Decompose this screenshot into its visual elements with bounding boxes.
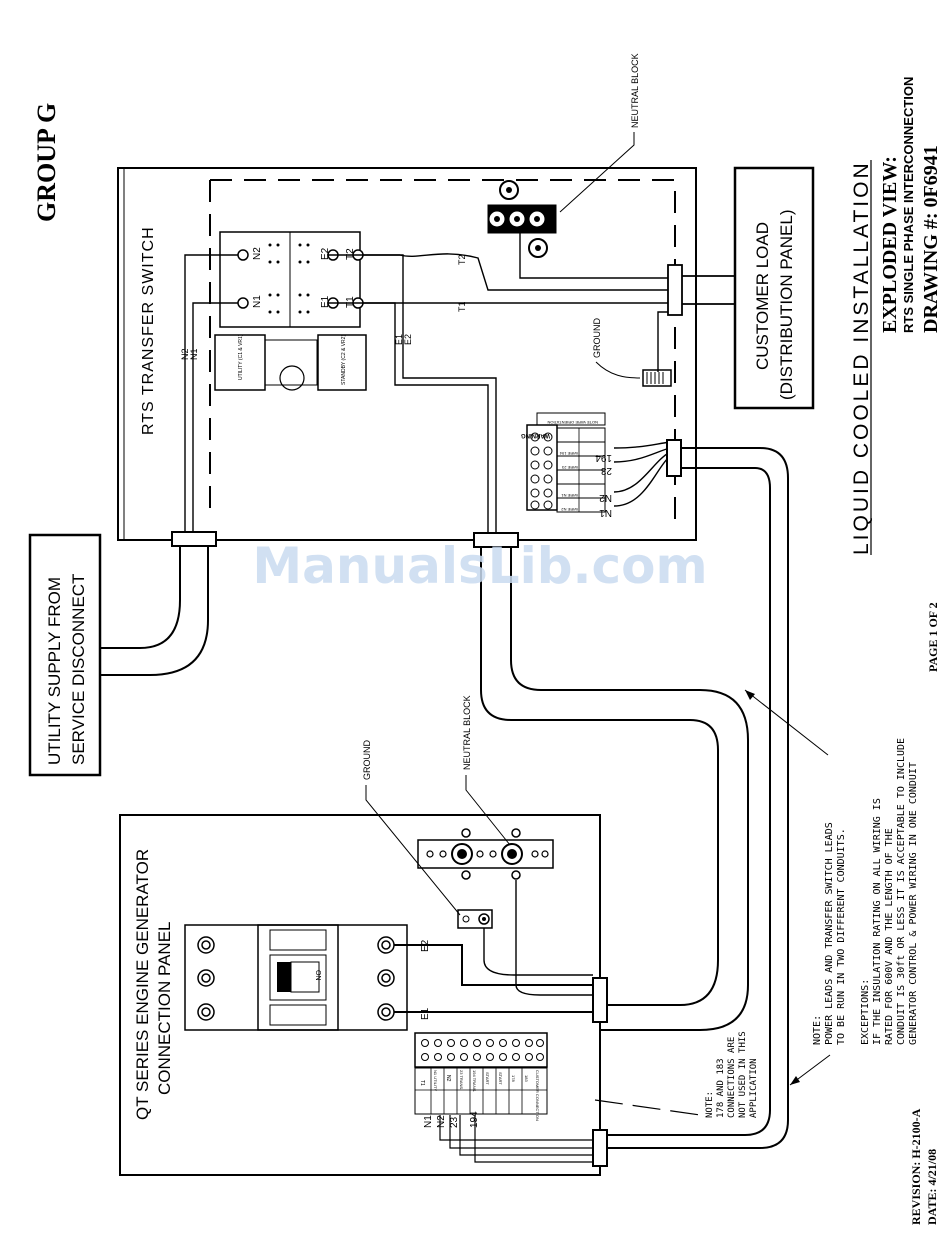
contact-n1-label: N1 <box>252 295 263 308</box>
wire-t2-label: T2 <box>457 254 467 265</box>
contact-n2-label: N2 <box>252 247 263 260</box>
gen-strip-row-6: START <box>485 1072 490 1085</box>
exception-line3: CONDUIT IS 30ft OR LESS IT IS ACCEPTABLE… <box>896 738 907 1045</box>
title-drawing-number: DRAWING #: 0F6941 <box>920 145 942 333</box>
rts-strip-row-1: WIRE 194 <box>559 451 578 456</box>
rts-lead-23: 23 <box>600 465 612 476</box>
gen-strip-row-1: T1 <box>419 1080 425 1086</box>
exception-line1: IF THE INSULATION RATING ON ALL WIRING I… <box>872 798 883 1045</box>
rts-strip-row-2: WIRE 23 <box>561 465 578 470</box>
power-conduit <box>394 532 749 1031</box>
title-exploded-view: EXPLODED VIEW: <box>879 156 901 333</box>
connections-note-line1: NOTE: <box>705 1091 715 1118</box>
rts-lead-n1: N1 <box>599 507 612 518</box>
gen-strip-row-7: START <box>498 1072 503 1085</box>
gen-strip-row-5: 194 TRANS. <box>472 1070 477 1092</box>
exception-line2: RATED FOR 600V AND THE LENGTH OF THE <box>884 828 895 1045</box>
connections-note-line5: APPLICATION <box>749 1058 759 1118</box>
rts-strip-note: NOTE WIRE ORIENTATION <box>547 420 598 425</box>
rts-neutral-block-label: NEUTRAL BLOCK <box>630 53 640 128</box>
note-heading: NOTE: <box>812 1015 823 1045</box>
title-interconnection: RTS SINGLE PHASE INTERCONNECTION <box>901 77 916 333</box>
connections-note-line4: NOT USED IN THIS <box>738 1031 748 1118</box>
generator-neutral-block <box>417 828 554 880</box>
title-installation: LIQUID COOLED INSTALLATION <box>850 160 873 555</box>
customer-load-line1: CUSTOMER LOAD <box>753 222 772 370</box>
rts-terminal-strip: WARNING NOTE WIRE ORIENTATION WIRE 194 W… <box>521 412 606 513</box>
gen-strip-row-2: N1 UTILITY <box>433 1070 438 1091</box>
note-line1: POWER LEADS AND TRANSFER SWITCH LEADS <box>824 822 835 1045</box>
gen-lead-n2: N2 <box>436 1115 447 1128</box>
rts-title: RTS TRANSFER SWITCH <box>140 226 157 435</box>
group-label: GROUP G <box>32 103 61 222</box>
note-line2: TO BE RUN IN TWO DIFFERENT CONDUITS. <box>836 828 847 1045</box>
customer-load-panel: CUSTOMER LOAD (DISTRIBUTION PANEL) <box>733 166 815 410</box>
customer-load-line2: (DISTRIBUTION PANEL) <box>777 210 796 400</box>
notes-block: NOTE: POWER LEADS AND TRANSFER SWITCH LE… <box>812 738 919 1045</box>
gen-strip-row-9: 183 <box>524 1075 529 1082</box>
rts-lead-n2: N2 <box>599 492 612 503</box>
note-arrow-power <box>744 689 829 756</box>
rts-strip-row-4: WIRE N2 <box>561 507 578 512</box>
revision: REVISION: H-2100-A <box>909 1108 923 1225</box>
wire-e2-label: E2 <box>403 334 413 345</box>
coil-standby-label: STANDBY (C2 & VR2) <box>341 335 347 385</box>
generator-title-line2: CONNECTION PANEL <box>155 922 174 1096</box>
gen-strip-row-3: N2 <box>445 1075 451 1082</box>
generator-ground-label: GROUND <box>362 740 372 780</box>
gen-lead-23: 23 <box>449 1116 460 1128</box>
rts-enclosure <box>117 167 697 541</box>
main-breaker: ON <box>184 924 408 1031</box>
utility-conduit <box>100 531 217 676</box>
gen-lead-n1: N1 <box>423 1115 434 1128</box>
contact-e2-label: E2 <box>320 247 331 260</box>
rts-inner-panel <box>209 179 676 520</box>
exception-line4: GENERATOR CONTROL & POWER WIRING IN ONE … <box>908 762 919 1045</box>
rts-ground-lug <box>642 369 672 387</box>
contact-e1-label: E1 <box>320 295 331 308</box>
utility-supply-panel: UTILITY SUPPLY FROM SERVICE DISCONNECT <box>28 533 102 777</box>
wire-n1-label: N1 <box>189 348 199 360</box>
watermark: ManualsLib.com <box>252 537 707 595</box>
rts-neutral-block <box>487 180 557 258</box>
rts-lead-194: 194 <box>595 452 612 463</box>
utility-supply-line2: SERVICE DISCONNECT <box>69 574 88 765</box>
gen-strip-row-8: 178 <box>511 1075 516 1082</box>
coil-utility-label: UTILITY (C1 & VR1) <box>238 334 244 380</box>
rts-transfer-switch: RTS TRANSFER SWITCH N2 N1 E2 E1 T2 T1 <box>117 53 697 541</box>
wire-t1-label: T1 <box>457 301 467 312</box>
load-conduit <box>667 264 735 316</box>
exceptions-heading: EXCEPTIONS: <box>860 979 871 1045</box>
connections-note-line3: CONNECTIONS ARE <box>727 1037 737 1118</box>
rts-ground-label: GROUND <box>592 318 602 358</box>
generator-title-line1: QT SERIES ENGINE GENERATOR <box>133 849 152 1120</box>
generator-e1-label: E1 <box>420 1007 431 1020</box>
coil-assembly: UTILITY (C1 & VR1) STANDBY (C2 & VR2) <box>214 334 367 391</box>
utility-supply-line1: UTILITY SUPPLY FROM <box>45 577 64 765</box>
generator-ground-lug <box>457 909 493 929</box>
rts-strip-warning: WARNING <box>521 432 550 438</box>
contact-t2-label: T2 <box>345 248 356 260</box>
generator-terminal-strip: T1 N1 UTILITY N2 23 TRANS. 194 TRANS. ST… <box>414 1032 548 1121</box>
gen-strip-row-4: 23 TRANS. <box>459 1070 464 1090</box>
breaker-on-label: ON <box>314 970 321 981</box>
contactor-assembly: N2 N1 E2 E1 T2 T1 <box>219 231 364 328</box>
generator-neutral-block-label: NEUTRAL BLOCK <box>462 695 472 770</box>
page-number: PAGE 1 OF 2 <box>926 602 940 672</box>
control-conduit <box>439 439 789 1167</box>
rts-strip-row-3: WIRE N1 <box>561 493 578 498</box>
gen-strip-header: CUSTOMER CONNECTION <box>535 1070 540 1121</box>
contact-t1-label: T1 <box>345 296 356 308</box>
wire-e1-label: E1 <box>394 334 404 345</box>
connections-note-line2: 178 AND 183 <box>716 1058 726 1118</box>
rts-wiring <box>184 233 675 535</box>
connections-note: NOTE: 178 AND 183 CONNECTIONS ARE NOT US… <box>705 1031 759 1118</box>
generator-panel: QT SERIES ENGINE GENERATOR CONNECTION PA… <box>119 695 759 1176</box>
revision-date: DATE: 4/21/08 <box>925 1149 939 1225</box>
